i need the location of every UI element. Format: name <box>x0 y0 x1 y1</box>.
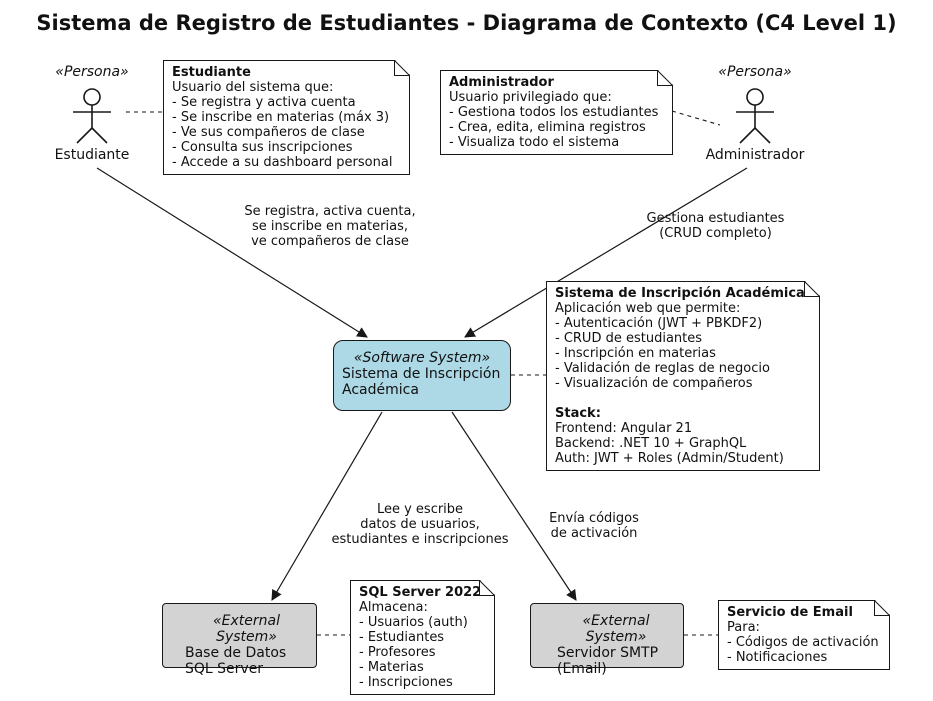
system-node: «Software System» Sistema de Inscripción… <box>333 340 511 411</box>
note-fold-icon <box>804 281 820 297</box>
database-node-name: Base de Datos SQL Server <box>185 645 287 677</box>
student-note-body: Usuario del sistema que: - Se registra y… <box>172 80 393 170</box>
system-note-body: Aplicación web que permite: - Autenticac… <box>555 301 770 391</box>
system-note: Sistema de Inscripción Académica Aplicac… <box>546 281 820 471</box>
admin-actor-icon <box>736 88 774 144</box>
edge-label-system-smtp: Envía códigos de activación <box>549 511 639 541</box>
admin-note-title: Administrador <box>449 75 554 90</box>
sql-note-title: SQL Server 2022 <box>359 585 482 600</box>
system-node-stereotype: «Software System» <box>353 350 491 366</box>
smtp-node: «External System» Servidor SMTP (Email) <box>530 603 684 677</box>
email-note: Servicio de Email Para: - Códigos de act… <box>718 600 890 670</box>
student-note: Estudiante Usuario del sistema que: - Se… <box>163 60 410 175</box>
edge-system-smtp <box>451 411 577 601</box>
edge-label-student-system: Se registra, activa cuenta, se inscribe … <box>244 204 416 249</box>
sql-note-body: Almacena: - Usuarios (auth) - Estudiante… <box>359 600 468 690</box>
connector-admin-note <box>671 110 721 126</box>
database-node: «External System» Base de Datos SQL Serv… <box>162 603 317 677</box>
system-note-stack-body: Frontend: Angular 21 Backend: .NET 10 + … <box>555 421 784 466</box>
smtp-node-name: Servidor SMTP (Email) <box>557 645 659 677</box>
edge-system-database <box>271 411 383 601</box>
student-note-title: Estudiante <box>172 65 251 80</box>
edge-label-admin-system: Gestiona estudiantes (CRUD completo) <box>646 211 785 241</box>
admin-note-body: Usuario privilegiado que: - Gestiona tod… <box>449 90 659 150</box>
admin-note: Administrador Usuario privilegiado que: … <box>440 70 673 155</box>
email-note-body: Para: - Códigos de activación - Notifica… <box>727 620 879 665</box>
student-actor-icon <box>73 88 111 144</box>
diagram-title: Sistema de Registro de Estudiantes - Dia… <box>36 11 897 35</box>
note-fold-icon <box>394 60 410 76</box>
system-node-name: Sistema de Inscripción Académica <box>342 366 501 398</box>
admin-actor-stereotype: «Persona» <box>718 64 792 80</box>
system-note-stack-title: Stack: <box>555 406 601 421</box>
note-fold-icon <box>657 70 673 86</box>
edge-student-system <box>96 167 368 338</box>
system-note-title: Sistema de Inscripción Académica <box>555 286 805 301</box>
sql-note: SQL Server 2022 Almacena: - Usuarios (au… <box>350 580 495 695</box>
edge-admin-system <box>464 167 748 338</box>
smtp-node-stereotype: «External System» <box>582 613 650 645</box>
note-fold-icon <box>479 580 495 596</box>
edge-label-system-db: Lee y escribe datos de usuarios, estudia… <box>331 502 509 547</box>
email-note-title: Servicio de Email <box>727 605 853 620</box>
admin-actor-label: Administrador <box>705 147 805 163</box>
database-node-stereotype: «External System» <box>213 613 280 645</box>
student-actor-stereotype: «Persona» <box>55 64 129 80</box>
note-fold-icon <box>874 600 890 616</box>
student-actor-label: Estudiante <box>54 147 130 163</box>
